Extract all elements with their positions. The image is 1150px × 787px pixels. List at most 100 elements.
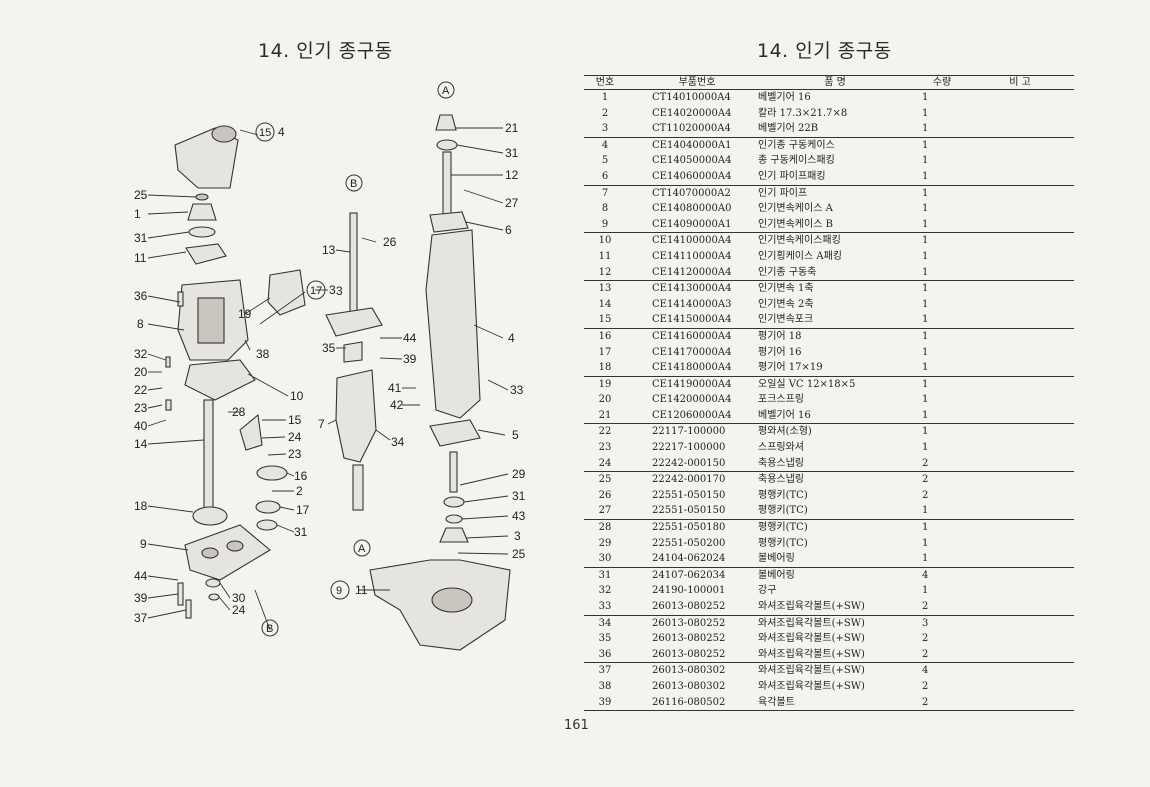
cell-part-number: 22217-100000 bbox=[652, 442, 726, 454]
part-gear-18 bbox=[192, 506, 228, 526]
cell-quantity: 2 bbox=[922, 474, 929, 486]
cell-quantity: 1 bbox=[922, 250, 929, 262]
cell-part-name: 평기어 17×19 bbox=[746, 360, 916, 377]
ring-label-b-top: B bbox=[350, 178, 357, 190]
cell-part-number: 26013-080252 bbox=[626, 599, 746, 616]
part-bevel-gear bbox=[187, 203, 217, 221]
cell-remarks bbox=[966, 694, 1074, 712]
cell-number: 22 bbox=[598, 426, 612, 438]
callout-23: 23 bbox=[134, 401, 148, 415]
cell-number: 27 bbox=[584, 503, 626, 521]
part-drive-case-4 bbox=[425, 229, 481, 419]
cell-quantity: 1 bbox=[922, 155, 929, 167]
callout-41: 41 bbox=[388, 381, 402, 395]
callout-39: 39 bbox=[403, 352, 417, 366]
cell-part-number: 26013-080302 bbox=[652, 680, 726, 692]
callout-3: 3 bbox=[336, 284, 343, 298]
cell-remarks bbox=[966, 345, 1074, 361]
callout-44: 44 bbox=[403, 331, 417, 345]
cell-part-name: 평기어 18 bbox=[758, 330, 802, 342]
callout-39: 39 bbox=[134, 591, 148, 605]
cell-quantity: 1 bbox=[922, 235, 929, 247]
part-snap-ring-43 bbox=[445, 514, 463, 524]
cell-remarks bbox=[966, 407, 1074, 425]
cell-quantity: 2 bbox=[916, 455, 966, 473]
callout-28: 28 bbox=[232, 405, 246, 419]
cell-part-number: CE14040000A1 bbox=[652, 139, 732, 151]
cell-quantity: 1 bbox=[916, 312, 966, 329]
part-bearing-30 bbox=[205, 578, 221, 588]
cell-part-number: 26116-080502 bbox=[626, 694, 746, 712]
part-bevel-gear-21 bbox=[435, 114, 457, 131]
cell-quantity: 4 bbox=[922, 665, 929, 677]
cell-quantity: 1 bbox=[922, 139, 929, 151]
cell-part-number: CE12060000A4 bbox=[626, 407, 746, 425]
cell-quantity: 1 bbox=[922, 585, 929, 597]
cell-quantity: 3 bbox=[922, 617, 929, 629]
part-shaft-13 bbox=[349, 212, 358, 314]
cell-part-name: 평행키(TC) bbox=[758, 489, 808, 501]
cell-part-name: 포크스프링 bbox=[758, 394, 804, 406]
cell-remarks bbox=[966, 249, 1074, 265]
cell-remarks bbox=[966, 424, 1074, 440]
cell-part-number: CE14170000A4 bbox=[652, 346, 732, 358]
header-quantity: 수량 bbox=[916, 75, 966, 90]
cell-part-name: 평행키(TC) bbox=[758, 537, 808, 549]
cell-number: 14 bbox=[598, 298, 612, 310]
cell-quantity: 1 bbox=[922, 107, 929, 119]
cell-number: 5 bbox=[601, 155, 609, 167]
cell-part-number: 22242-000150 bbox=[626, 455, 746, 473]
cell-number: 4 bbox=[601, 139, 609, 151]
callout-5: 5 bbox=[512, 428, 519, 442]
callout-15: 15 bbox=[288, 413, 302, 427]
callout-23: 23 bbox=[288, 447, 302, 461]
cell-remarks bbox=[966, 488, 1074, 504]
cell-number: 39 bbox=[584, 694, 626, 712]
callout-27: 27 bbox=[505, 196, 519, 210]
cell-part-name: 평행키(TC) bbox=[746, 503, 916, 521]
cell-part-name: 인기변속케이스 A bbox=[758, 203, 833, 215]
cell-quantity: 1 bbox=[922, 426, 929, 438]
ring-label-15-suffix: 4 bbox=[278, 125, 285, 139]
cell-remarks bbox=[966, 631, 1074, 647]
callout-4: 4 bbox=[508, 331, 515, 345]
cell-number: 23 bbox=[598, 442, 612, 454]
cell-number: 12 bbox=[584, 264, 626, 282]
ring-label-a-bottom: A bbox=[358, 543, 366, 555]
callout-37: 37 bbox=[134, 611, 148, 625]
callout-9: 9 bbox=[140, 537, 147, 551]
cell-part-number: 24104-062024 bbox=[626, 551, 746, 568]
cell-remarks bbox=[966, 121, 1074, 138]
cell-part-number: CE14050000A4 bbox=[652, 155, 732, 167]
cell-part-name: 와셔조립육각볼트(+SW) bbox=[758, 680, 865, 692]
part-gear-17 bbox=[255, 500, 281, 514]
callout-20: 20 bbox=[134, 365, 148, 379]
cell-part-number: CE14140000A3 bbox=[652, 298, 732, 310]
cell-remarks bbox=[966, 281, 1074, 297]
cell-part-name: 베벨기어 16 bbox=[746, 407, 916, 425]
callout-17: 17 bbox=[296, 503, 310, 517]
cell-part-number: 26013-080252 bbox=[626, 646, 746, 664]
part-fork-bracket bbox=[267, 269, 306, 316]
cell-number: 35 bbox=[598, 633, 612, 645]
cell-number: 33 bbox=[584, 599, 626, 616]
cell-part-name: 인기 파이프패킹 bbox=[746, 168, 916, 186]
part-shaft-12 bbox=[442, 151, 452, 218]
cell-quantity: 1 bbox=[922, 187, 929, 199]
part-gear-16 bbox=[256, 465, 288, 481]
cell-number: 6 bbox=[584, 168, 626, 186]
callout-33: 33 bbox=[510, 383, 524, 397]
